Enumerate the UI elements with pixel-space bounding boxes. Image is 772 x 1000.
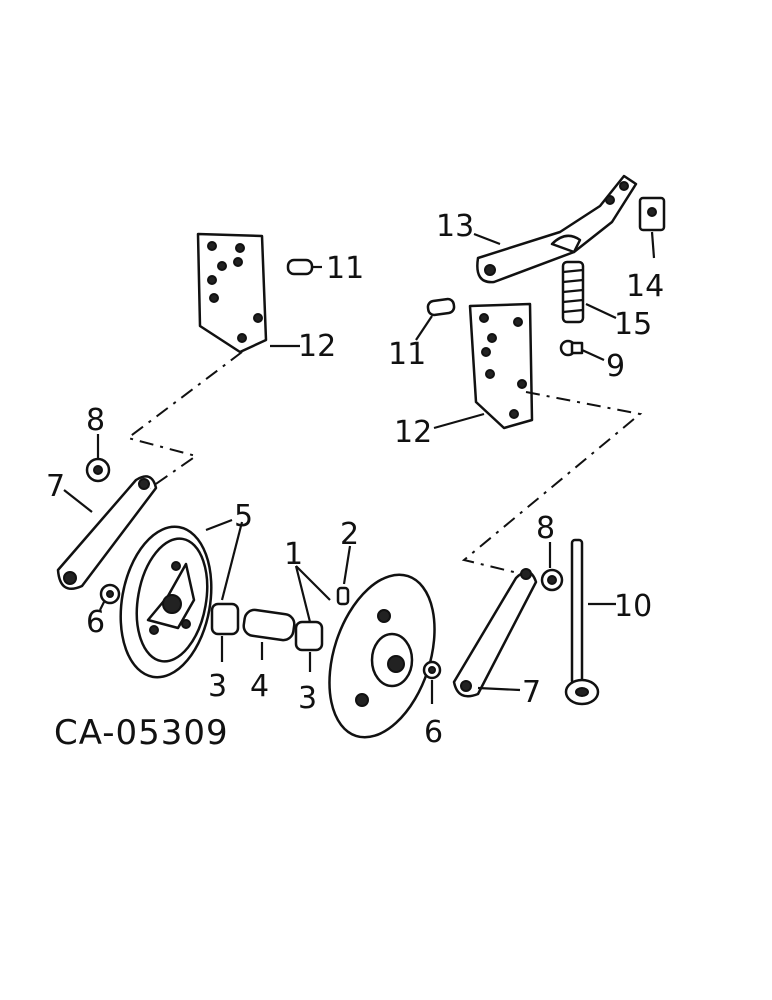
callout-15: 15 [614,307,652,342]
callout-3-left: 3 [208,669,227,704]
callout-8-right: 8 [536,511,555,546]
callout-10: 10 [614,589,652,624]
eye-bolt [564,538,600,706]
sleeve [242,608,296,642]
callout-3-right: 3 [298,681,317,716]
assembly-line-left [125,351,243,489]
callout-7-left: 7 [46,469,65,504]
washer-right [422,660,442,680]
callout-6-right: 6 [424,715,443,750]
callout-13: 13 [436,209,474,244]
nut-left [85,457,111,483]
callout-2: 2 [340,517,359,552]
arm [476,174,638,284]
callout-6-left: 6 [86,605,105,640]
callout-11-left: 11 [326,251,364,286]
pin-left [286,258,322,276]
callout-8-left: 8 [86,403,105,438]
nut-right [540,568,564,592]
callout-1: 1 [284,537,303,572]
callout-14: 14 [626,269,664,304]
wheel-left [119,525,213,679]
callout-7-right: 7 [522,675,541,710]
callout-11-right: 11 [388,337,426,372]
bolt-small [559,339,584,357]
figure-code: CA-05309 [54,713,229,753]
leader-lines [63,231,656,704]
bolt-hub [336,586,350,606]
spring [561,260,585,324]
bushing-left [210,602,240,636]
washer-left [99,583,121,605]
pin-right [426,297,456,317]
assembly-line-right [461,391,643,575]
callout-5: 5 [234,499,253,534]
wheel-right [328,573,436,739]
bushing-right [294,620,324,652]
link-left [56,475,158,590]
mounting-plate-left [196,232,268,354]
clip [638,196,666,232]
callout-4: 4 [250,669,269,704]
callout-9: 9 [606,349,625,384]
callout-12-right: 12 [394,415,432,450]
callout-12-left: 12 [298,329,336,364]
mounting-plate-right [468,302,534,430]
